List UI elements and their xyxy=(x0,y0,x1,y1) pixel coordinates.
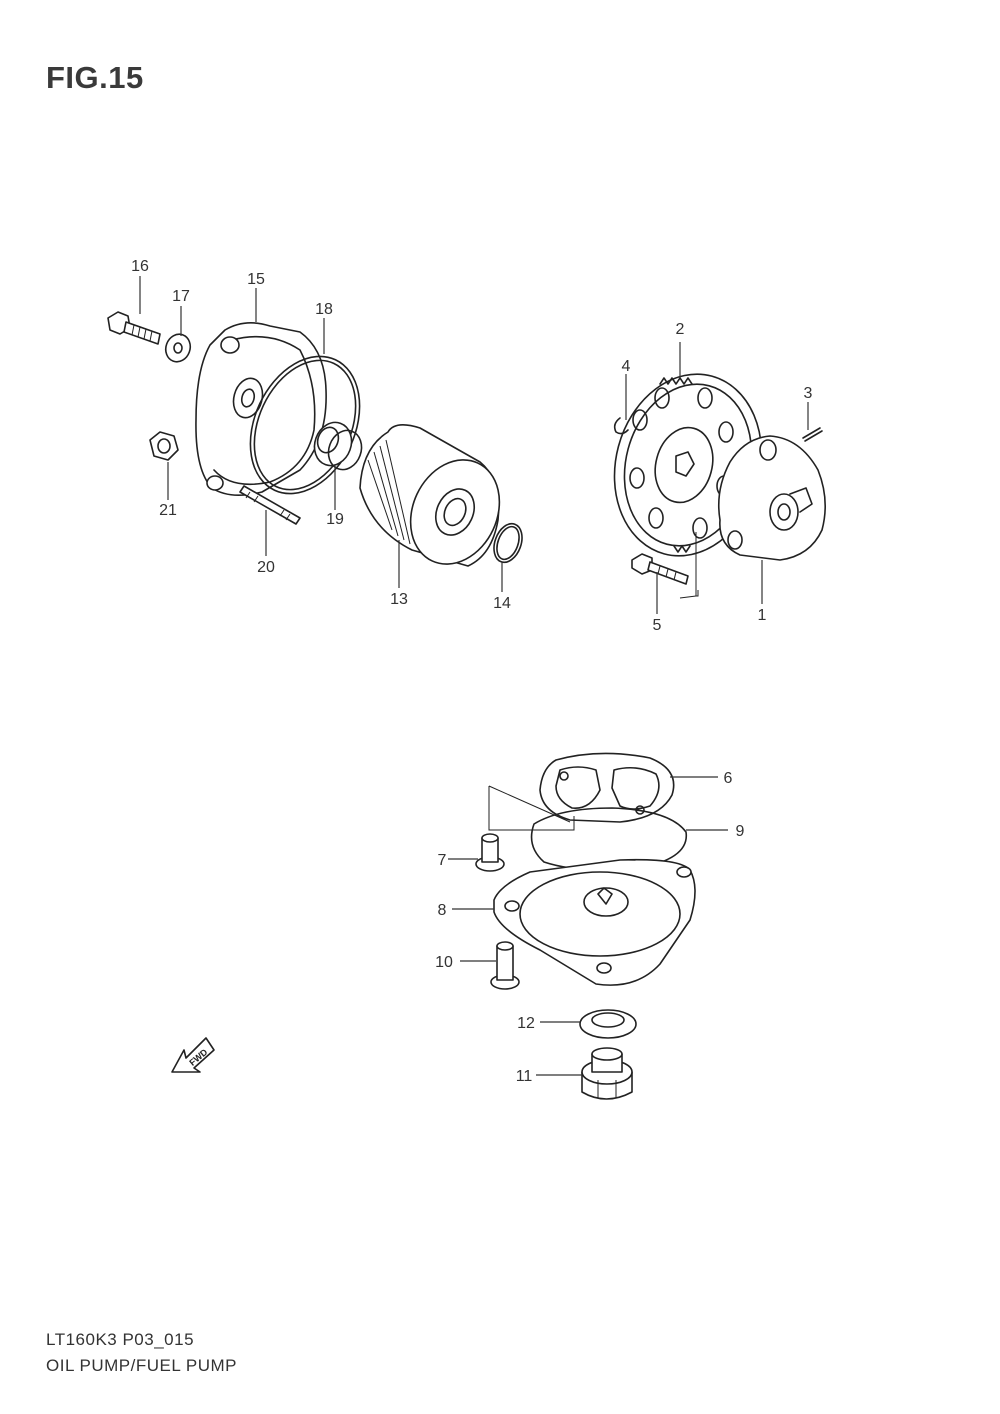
callout-9: 9 xyxy=(736,823,745,840)
callout-8: 8 xyxy=(438,902,447,919)
figure-name: OIL PUMP/FUEL PUMP xyxy=(46,1356,237,1375)
part-5-bolt xyxy=(631,553,689,585)
model-code: LT160K3 P03_015 xyxy=(46,1330,195,1349)
part-10-screw xyxy=(490,941,520,990)
part-1-oil-pump-body xyxy=(717,435,826,561)
callout-12: 12 xyxy=(517,1015,535,1032)
figure-title: FIG.15 xyxy=(46,60,144,95)
alignment-lines xyxy=(679,532,699,599)
part-16-bolt xyxy=(107,311,161,345)
callout-13: 13 xyxy=(390,591,408,608)
callout-16: 16 xyxy=(131,258,149,275)
callout-15: 15 xyxy=(247,271,265,288)
callout-5: 5 xyxy=(653,617,662,634)
callout-17: 17 xyxy=(172,288,190,305)
part-6-filter-screen xyxy=(539,752,675,823)
callout-7: 7 xyxy=(438,852,447,869)
part-3-pin xyxy=(802,427,823,442)
callout-19: 19 xyxy=(326,511,344,528)
part-19-spring xyxy=(313,421,363,471)
callout-21: 21 xyxy=(159,502,177,519)
callout-10: 10 xyxy=(435,954,453,971)
part-13-oil-filter xyxy=(359,424,501,567)
callout-20: 20 xyxy=(257,559,275,576)
forward-direction-arrow-icon: FWD xyxy=(171,1037,215,1073)
callout-6: 6 xyxy=(724,770,733,787)
part-17-washer xyxy=(164,333,192,363)
part-21-nut xyxy=(149,431,179,461)
part-20-stud xyxy=(239,485,301,525)
reference-bracket xyxy=(488,785,575,831)
callout-11: 11 xyxy=(516,1068,533,1085)
callout-2: 2 xyxy=(676,321,685,338)
callout-1: 1 xyxy=(758,607,767,624)
callout-4: 4 xyxy=(622,358,631,375)
part-12-washer xyxy=(579,1009,637,1039)
part-7-screw xyxy=(475,833,505,872)
leader-lines xyxy=(139,276,809,1076)
callout-numbers: 16 17 15 18 21 19 20 13 14 2 4 3 5 1 6 9… xyxy=(131,258,812,1085)
part-14-o-ring xyxy=(493,522,523,564)
callout-18: 18 xyxy=(315,301,333,318)
part-9-gasket xyxy=(530,807,688,871)
part-4-circlip xyxy=(613,417,629,435)
part-11-drain-plug xyxy=(581,1047,633,1100)
callout-3: 3 xyxy=(804,385,813,402)
callout-14: 14 xyxy=(493,595,511,612)
part-8-fuel-pump-body xyxy=(493,858,696,986)
